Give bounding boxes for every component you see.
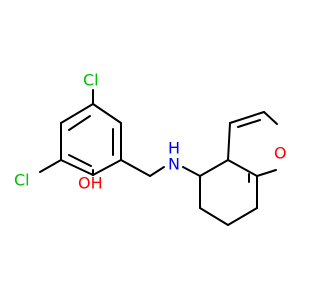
bond-c4-c5	[60, 159, 94, 176]
bond-f3	[263, 111, 278, 125]
amine-n-label: N	[168, 155, 180, 174]
saturated-ring	[199, 159, 258, 226]
bond-r2	[227, 159, 258, 177]
double-bond-inner-2	[68, 115, 91, 131]
bond-f2	[229, 111, 265, 124]
chlorine-label-left: Cl	[14, 171, 30, 190]
bond-r1	[199, 159, 229, 177]
bond-r5	[199, 207, 229, 226]
furan-ring	[227, 111, 278, 183]
molecule-diagram: Cl Cl OH H N O	[14, 71, 287, 226]
bond-c5-cl	[39, 159, 62, 173]
bond-c3-ch2	[120, 159, 151, 177]
furan-oxygen-label: O	[274, 144, 287, 163]
bond-c6-c1	[60, 103, 94, 124]
double-bond-furan-1	[237, 119, 261, 128]
bond-f1	[227, 122, 231, 161]
bond-n-c4prime	[182, 166, 201, 177]
bond-c1-c2	[92, 103, 122, 124]
amine-h-label: H	[168, 139, 180, 158]
bond-ch2-n	[149, 166, 165, 177]
chlorine-label-top: Cl	[83, 71, 99, 90]
bond-f4	[256, 169, 277, 177]
double-bond-inner-3	[68, 154, 92, 167]
bond-r4	[227, 207, 258, 226]
benzene-ring	[60, 103, 122, 176]
structure-canvas: Cl Cl OH H N O	[14, 71, 287, 226]
hydroxyl-label: OH	[78, 174, 103, 193]
bond-c3-c4	[92, 159, 122, 176]
